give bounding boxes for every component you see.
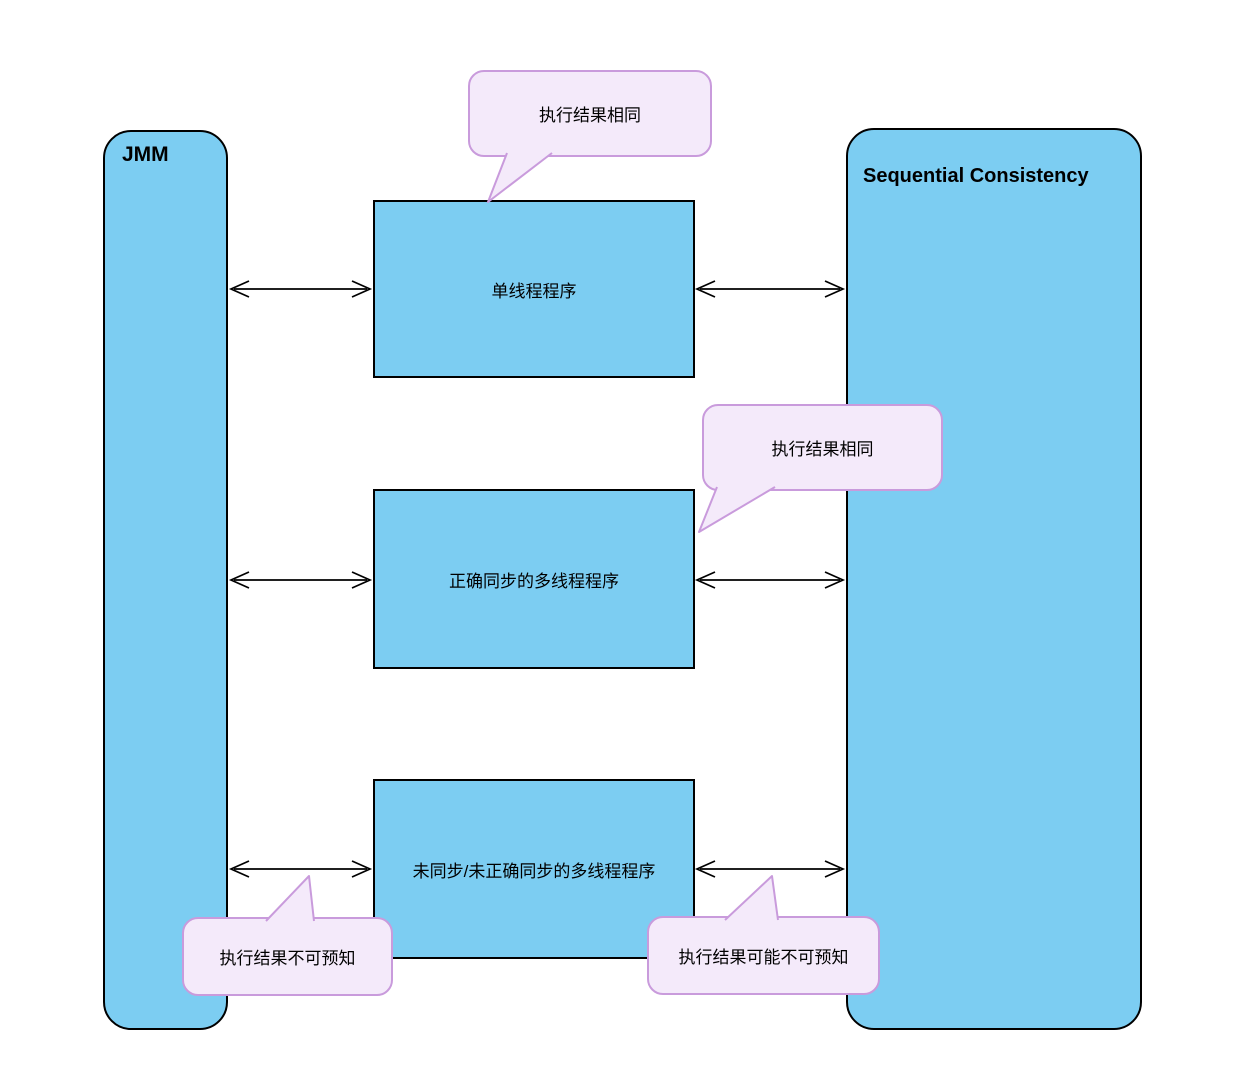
arrow-jmm-correct-sync <box>228 571 373 589</box>
arrow-single-thread-sc <box>694 280 846 298</box>
callout-unpredictable-label: 执行结果不可预知 <box>219 949 356 968</box>
node-unsync-label: 未同步/未正确同步的多线程程序 <box>412 861 656 881</box>
callout-maybe-unpredictable-label: 执行结果可能不可预知 <box>678 948 849 967</box>
arrow-jmm-single-thread <box>228 280 373 298</box>
callout-same-result-1-tail <box>487 152 553 203</box>
callout-result-unpredictable: 执行结果不可预知 <box>182 917 393 996</box>
callout-same-result-1-label: 执行结果相同 <box>539 106 641 125</box>
callout-same-result-2-tail <box>698 486 776 533</box>
callout-same-result-2: 执行结果相同 <box>702 404 943 491</box>
arrow-jmm-unsync <box>228 860 373 878</box>
node-correct-sync-label: 正确同步的多线程程序 <box>449 571 619 591</box>
node-unsynchronized-program: 未同步/未正确同步的多线程程序 <box>373 779 695 959</box>
sequential-consistency-label: Sequential Consistency <box>863 165 1089 187</box>
node-single-thread-program: 单线程程序 <box>373 200 695 378</box>
callout-same-result-1: 执行结果相同 <box>468 70 712 157</box>
arrow-unsync-sc <box>694 860 846 878</box>
callout-result-maybe-unpredictable: 执行结果可能不可预知 <box>647 916 880 995</box>
sequential-consistency-panel: Sequential Consistency <box>846 128 1142 1030</box>
node-single-thread-label: 单线程程序 <box>491 281 577 301</box>
node-correctly-synchronized-program: 正确同步的多线程程序 <box>373 489 695 669</box>
callout-same-result-2-label: 执行结果相同 <box>771 440 874 459</box>
jmm-label: JMM <box>122 143 169 166</box>
arrow-correct-sync-sc <box>694 571 846 589</box>
callout-maybe-unpredictable-tail <box>724 875 779 921</box>
jmm-panel: JMM <box>103 130 228 1030</box>
callout-unpredictable-tail <box>265 875 315 922</box>
